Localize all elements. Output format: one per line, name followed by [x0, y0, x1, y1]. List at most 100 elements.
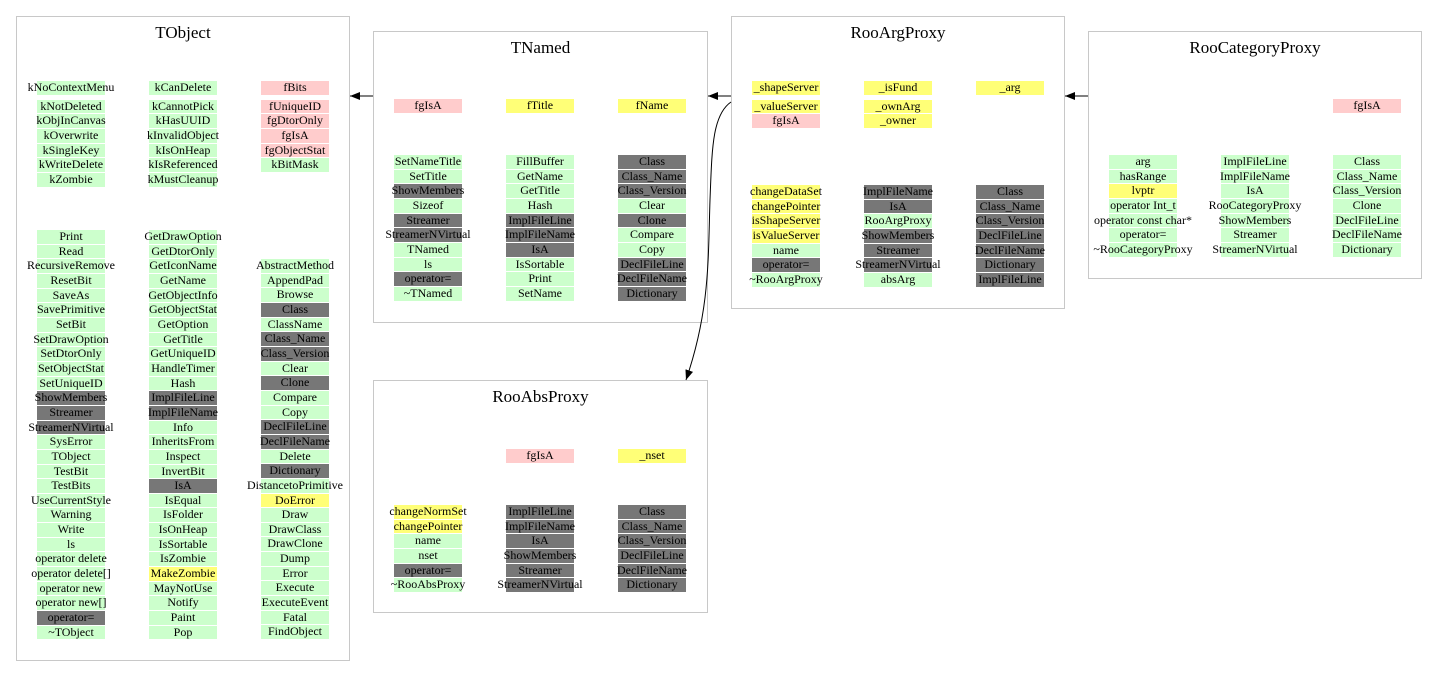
method-item[interactable]: SetName [506, 285, 574, 301]
method-item[interactable]: Hash [506, 197, 574, 213]
method-item[interactable]: ShowMembers [392, 183, 464, 198]
method-item[interactable]: InvertBit [149, 463, 217, 479]
method-item[interactable]: SetDtorOnly [37, 346, 105, 361]
data-member-item[interactable]: kBitMask [261, 157, 329, 172]
data-member-item[interactable]: fgDtorOnly [261, 113, 329, 128]
method-item[interactable]: GetObjectInfo [148, 287, 218, 303]
method-item[interactable]: SetDrawOption [33, 331, 109, 347]
method-item[interactable]: SetTitle [394, 168, 462, 184]
method-item[interactable]: Dictionary [261, 463, 329, 478]
method-item[interactable]: DeclFileName [617, 562, 687, 578]
method-item[interactable]: ClassName [261, 316, 329, 332]
method-item[interactable]: SysError [37, 434, 105, 449]
class-title-roocategoryproxy[interactable]: RooCategoryProxy [1189, 38, 1321, 57]
method-item[interactable]: Copy [261, 404, 329, 420]
data-member-item[interactable]: fName [618, 98, 686, 113]
method-item[interactable]: Clone [618, 212, 686, 228]
method-item[interactable]: Hash [149, 375, 217, 391]
data-member-item[interactable]: fgIsA [261, 127, 329, 143]
data-member-item[interactable]: kCanDelete [149, 80, 217, 95]
method-item[interactable]: ~TObject [37, 624, 105, 640]
method-item[interactable]: Streamer [37, 404, 105, 420]
method-item[interactable]: InheritsFrom [149, 434, 217, 449]
method-item[interactable]: ImplFileName [505, 518, 575, 534]
method-item[interactable]: Sizeof [394, 197, 462, 213]
method-item[interactable]: IsA [149, 478, 217, 493]
method-item[interactable]: changeDataSet [750, 184, 822, 199]
method-item[interactable]: Class [261, 301, 329, 317]
method-item[interactable]: DeclFileName [1332, 227, 1402, 242]
data-member-item[interactable]: _shapeServer [752, 80, 820, 95]
method-item[interactable]: Print [506, 271, 574, 286]
method-item[interactable]: ImplFileName [863, 184, 933, 199]
method-item[interactable]: Error [261, 565, 329, 581]
method-item[interactable]: changeNormSet [389, 504, 467, 519]
method-item[interactable]: Class_Version [618, 183, 686, 198]
method-item[interactable]: Dump [261, 551, 329, 566]
method-item[interactable]: FillBuffer [506, 154, 574, 169]
method-item[interactable]: Class_Name [618, 168, 686, 184]
method-item[interactable]: StreamerNVirtual [855, 257, 941, 272]
method-item[interactable]: ImplFileLine [1221, 154, 1289, 169]
method-item[interactable]: Class [618, 504, 686, 519]
method-item[interactable]: Delete [261, 448, 329, 464]
method-item[interactable]: Streamer [864, 242, 932, 258]
method-item[interactable]: GetTitle [506, 183, 574, 198]
method-item[interactable]: Warning [37, 507, 105, 523]
method-item[interactable]: IsA [506, 533, 574, 548]
method-item[interactable]: Notify [149, 595, 217, 611]
method-item[interactable]: SetUniqueID [37, 375, 105, 391]
method-item[interactable]: Read [37, 243, 105, 259]
method-item[interactable]: Inspect [149, 448, 217, 464]
method-item[interactable]: ShowMembers [1219, 212, 1291, 228]
method-item[interactable]: Class_Version [1333, 183, 1401, 198]
method-item[interactable]: changePointer [752, 198, 820, 214]
class-title-tnamed[interactable]: TNamed [510, 38, 571, 57]
method-item[interactable]: ImplFileName [148, 404, 218, 420]
method-item[interactable]: RooCategoryProxy [1209, 197, 1301, 213]
method-item[interactable]: StreamerNVirtual [497, 577, 583, 592]
method-item[interactable]: GetDtorOnly [149, 243, 217, 259]
method-item[interactable]: Compare [261, 389, 329, 405]
method-item[interactable]: ~RooCategoryProxy [1093, 241, 1193, 257]
method-item[interactable]: Clear [261, 360, 329, 376]
method-item[interactable]: operator= [1109, 227, 1177, 242]
method-item[interactable]: GetObjectStat [149, 302, 217, 317]
method-item[interactable]: GetIconName [149, 258, 217, 273]
method-item[interactable]: RecursiveRemove [27, 258, 115, 273]
method-item[interactable]: Copy [618, 241, 686, 257]
method-item[interactable]: name [752, 242, 820, 258]
data-member-item[interactable]: _isFund [864, 80, 932, 95]
method-item[interactable]: DeclFileName [260, 433, 330, 449]
method-item[interactable]: Print [37, 229, 105, 244]
method-item[interactable]: Draw [261, 507, 329, 522]
data-member-item[interactable]: fgIsA [1333, 98, 1401, 113]
method-item[interactable]: IsOnHeap [149, 522, 217, 537]
method-item[interactable]: AbstractMethod [256, 258, 334, 273]
method-item[interactable]: ls [394, 256, 462, 272]
method-item[interactable]: ~TNamed [394, 285, 462, 301]
method-item[interactable]: IsEqual [149, 492, 217, 508]
method-item[interactable]: Dictionary [1333, 241, 1401, 257]
method-item[interactable]: Compare [618, 227, 686, 242]
class-title-rooabsproxy[interactable]: RooAbsProxy [492, 387, 589, 406]
method-item[interactable]: ~RooArgProxy [749, 271, 823, 287]
data-member-item[interactable]: kNotDeleted [37, 98, 105, 114]
method-item[interactable]: ImplFileLine [976, 271, 1044, 287]
method-item[interactable]: operator Int_t [1109, 197, 1177, 213]
method-item[interactable]: SaveAs [37, 287, 105, 303]
method-item[interactable]: Fatal [261, 609, 329, 625]
data-member-item[interactable]: kNoContextMenu [28, 80, 114, 95]
method-item[interactable]: ImplFileLine [506, 212, 574, 228]
method-item[interactable]: DistancetoPrimitive [247, 477, 343, 493]
method-item[interactable]: Dictionary [976, 257, 1044, 272]
data-member-item[interactable]: _valueServer [752, 98, 820, 114]
method-item[interactable]: IsSortable [506, 256, 574, 272]
method-item[interactable]: Class_Name [261, 331, 329, 346]
method-item[interactable]: SetObjectStat [37, 360, 105, 376]
method-item[interactable]: ShowMembers [862, 227, 934, 243]
method-item[interactable]: nset [394, 547, 462, 563]
method-item[interactable]: hasRange [1109, 168, 1177, 184]
method-item[interactable]: operator delete[] [31, 566, 111, 581]
method-item[interactable]: DrawClass [261, 521, 329, 537]
